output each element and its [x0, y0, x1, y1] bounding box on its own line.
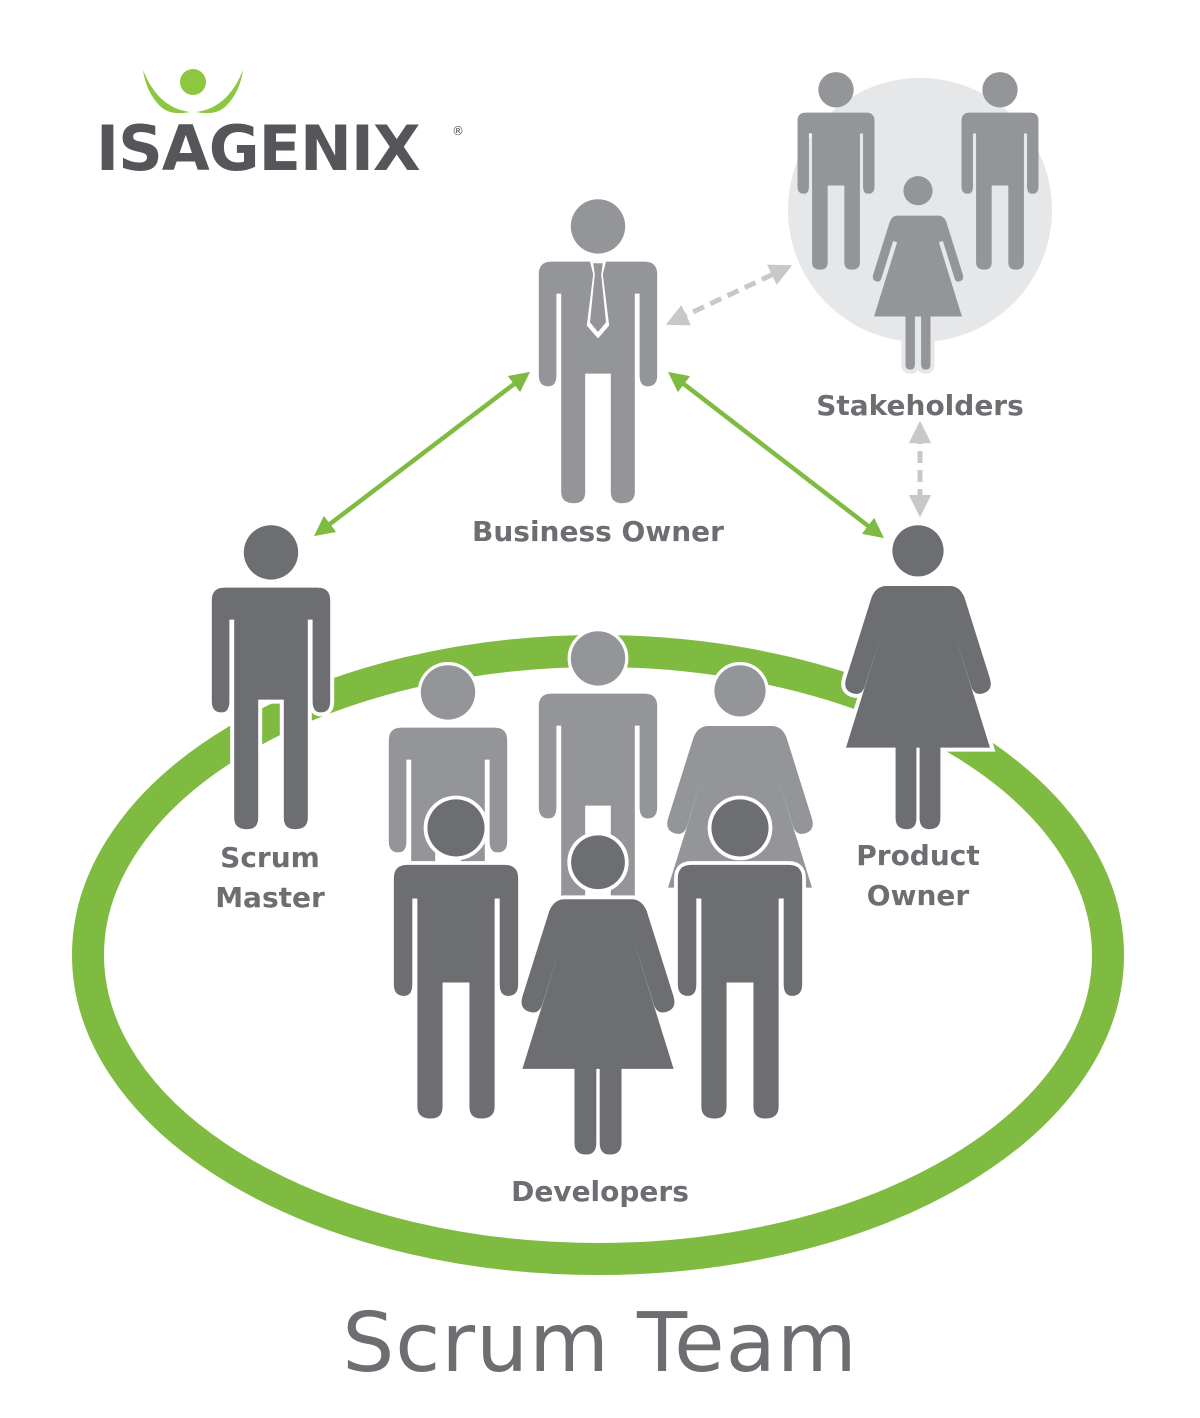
logo-figure-icon [143, 69, 243, 114]
product-owner-icon [845, 525, 991, 829]
label-product-owner-line1: Product [856, 839, 980, 872]
arrow-business-owner-stakeholders [665, 264, 793, 326]
business-owner-icon [538, 199, 658, 504]
logo-registered-mark: ® [452, 124, 464, 138]
label-developers: Developers [511, 1175, 689, 1208]
logo-wordmark: ISAGENIX [96, 112, 421, 185]
label-business-owner: Business Owner [472, 515, 724, 548]
scrum-master-icon [212, 525, 330, 829]
label-product-owner-line2: Owner [866, 879, 970, 912]
label-scrum-master-line1: Scrum [220, 841, 320, 874]
arrow-business-owner-product-owner [667, 371, 885, 539]
arrow-business-owner-scrum-master [313, 371, 531, 537]
developer-front-center-icon [522, 835, 675, 1154]
label-stakeholders: Stakeholders [816, 389, 1024, 422]
label-scrum-master-line2: Master [215, 881, 325, 914]
team-title: Scrum Team [342, 1296, 858, 1391]
